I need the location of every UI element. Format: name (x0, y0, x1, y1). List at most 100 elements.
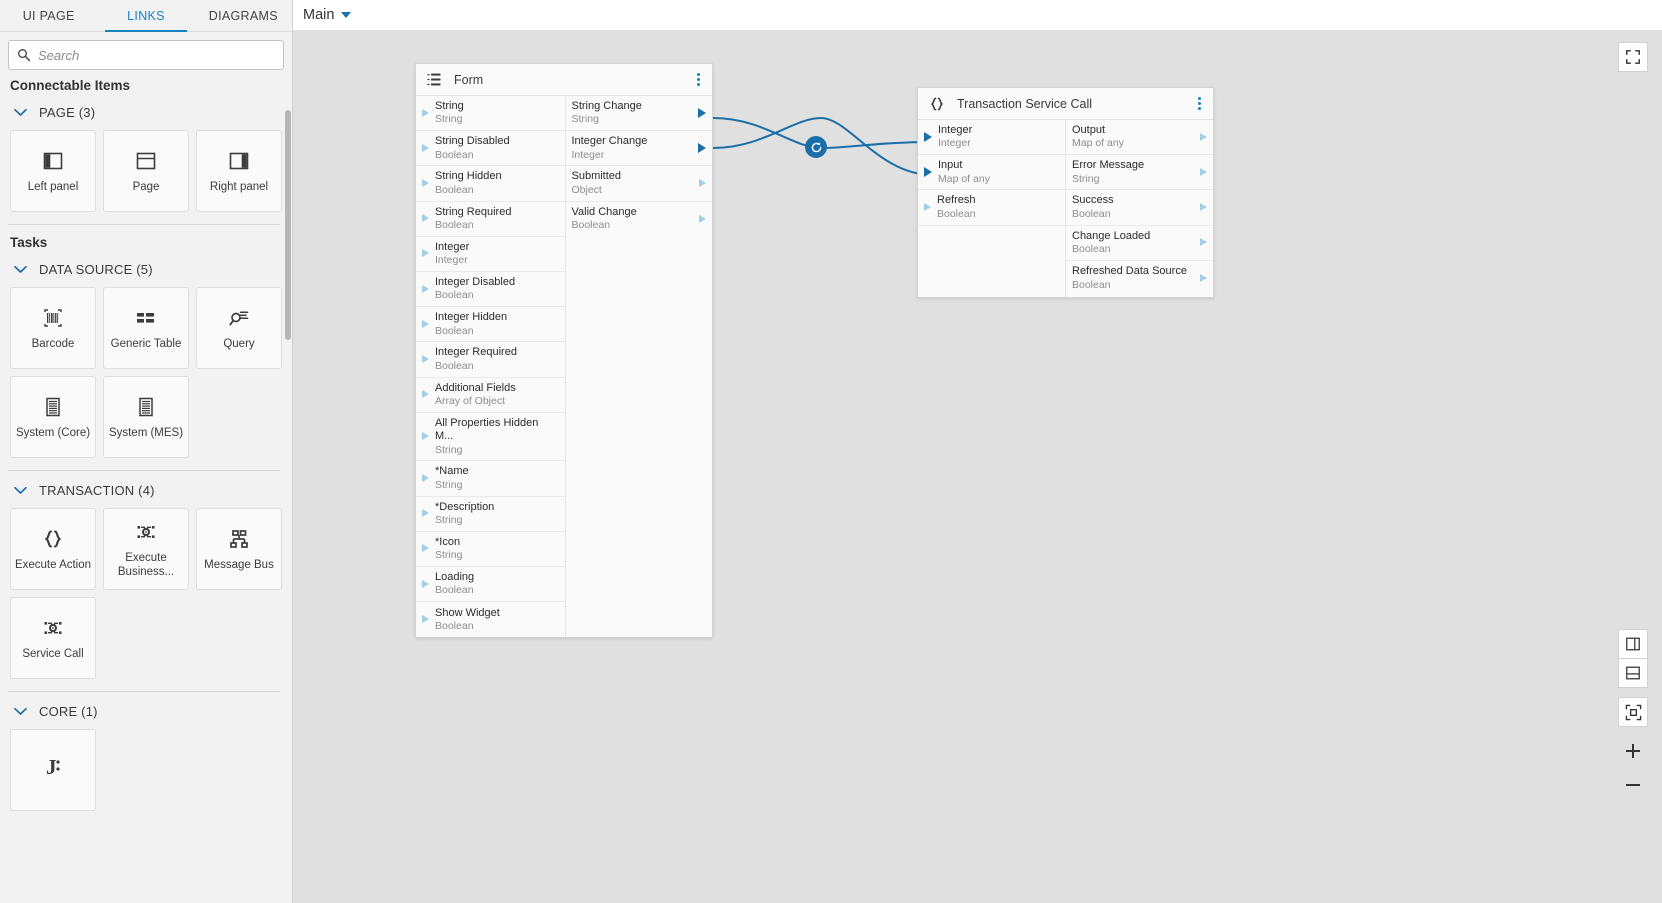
fit-content-button[interactable] (1618, 697, 1648, 727)
tile-right-panel[interactable]: Right panel (196, 130, 282, 212)
tile-grid-data-source: Barcode Generic Table (8, 283, 282, 460)
tile-system-core[interactable]: System (Core) (10, 376, 96, 458)
port-type: Boolean (1072, 243, 1111, 256)
port-arrow-icon[interactable] (698, 108, 706, 119)
tile-generic-table[interactable]: Generic Table (103, 287, 189, 369)
node-tsc-menu-icon[interactable] (1194, 94, 1205, 113)
fit-horizontal-button[interactable] (1618, 629, 1648, 659)
canvas-area: Main (293, 0, 1662, 903)
tab-diagrams[interactable]: DIAGRAMS (195, 0, 292, 31)
tile-barcode[interactable]: Barcode (10, 287, 96, 369)
refresh-icon (811, 141, 821, 152)
right-panel-icon (227, 148, 251, 174)
fullscreen-button[interactable] (1618, 42, 1648, 72)
port-arrow-icon[interactable] (924, 167, 932, 178)
sidebar-scrollbar[interactable] (285, 110, 291, 340)
tile-core-js[interactable]: J (10, 729, 96, 811)
port-name: Show Widget (435, 606, 500, 619)
port-arrow-icon[interactable] (422, 355, 429, 364)
port-arrow-icon[interactable] (698, 143, 706, 154)
port-arrow-icon[interactable] (422, 474, 429, 483)
tile-message-bus[interactable]: Message Bus (196, 508, 282, 590)
port-input-spacer (918, 226, 1065, 297)
port-arrow-icon[interactable] (1200, 238, 1207, 247)
port-arrow-icon[interactable] (422, 249, 429, 258)
tab-links[interactable]: LINKS (97, 0, 194, 32)
port-arrow-icon[interactable] (924, 132, 932, 143)
port-type: String (435, 549, 463, 562)
port-arrow-icon[interactable] (422, 615, 429, 624)
node-form-menu-icon[interactable] (693, 70, 704, 89)
tile-execute-business[interactable]: Execute Business... (103, 508, 189, 590)
tile-execute-action[interactable]: Execute Action (10, 508, 96, 590)
port-arrow-icon[interactable] (422, 179, 429, 188)
port-arrow-icon[interactable] (422, 319, 429, 329)
port-name: String Disabled (435, 135, 510, 148)
divider (8, 691, 280, 692)
chevron-down-icon[interactable] (341, 12, 352, 18)
search-box[interactable] (8, 40, 284, 70)
tab-ui-page[interactable]: UI PAGE (0, 0, 97, 31)
search-input[interactable] (38, 47, 275, 63)
group-header-core[interactable]: CORE (1) (8, 698, 280, 725)
port-arrow-icon[interactable] (1200, 273, 1207, 283)
page-icon (134, 148, 158, 174)
port-arrow-icon[interactable] (699, 179, 706, 188)
fit-vertical-button[interactable] (1618, 658, 1648, 688)
port-name: All Properties Hidden M... (435, 416, 539, 443)
tile-service-call[interactable]: Service Call (10, 597, 96, 679)
sidebar-tabbar: UI PAGE LINKS DIAGRAMS (0, 0, 292, 32)
node-form-header[interactable]: Form (416, 64, 712, 96)
tab-diagrams-label: DIAGRAMS (208, 8, 278, 23)
port-arrow-icon[interactable] (1200, 132, 1207, 142)
tile-label: Execute Business... (117, 552, 175, 578)
port-name: String Change (571, 100, 642, 112)
port-arrow-icon[interactable] (422, 509, 429, 518)
tile-page[interactable]: Page (103, 130, 189, 212)
tile-system-mes[interactable]: System (MES) (103, 376, 189, 458)
group-header-page[interactable]: PAGE (3) (8, 99, 280, 126)
diagram-name: Main (303, 7, 335, 23)
tile-label: Message Bus (204, 558, 274, 571)
port-name: Output (1072, 124, 1106, 136)
port-type: Boolean (937, 207, 976, 220)
group-label-page: PAGE (3) (39, 105, 96, 120)
port-arrow-icon[interactable] (422, 143, 429, 153)
search-container (0, 32, 292, 74)
zoom-out-button[interactable] (1618, 770, 1648, 800)
port-arrow-icon[interactable] (422, 284, 429, 294)
tile-query[interactable]: Query (196, 287, 282, 369)
port-arrow-icon[interactable] (422, 544, 429, 553)
node-tsc-header[interactable]: Transaction Service Call (918, 88, 1213, 120)
port-arrow-icon[interactable] (422, 390, 429, 399)
port-arrow-icon[interactable] (1200, 167, 1207, 177)
link-refresh-badge[interactable] (805, 136, 827, 158)
port-arrow-icon[interactable] (1200, 203, 1207, 212)
port-arrow-icon[interactable] (422, 214, 429, 223)
port-arrow-icon[interactable] (422, 579, 429, 589)
group-header-data-source[interactable]: DATA SOURCE (5) (8, 256, 280, 283)
group-header-transaction[interactable]: TRANSACTION (4) (8, 477, 280, 504)
port-arrow-icon[interactable] (699, 214, 706, 224)
zoom-in-button[interactable] (1618, 736, 1648, 766)
port-arrow-icon[interactable] (422, 108, 429, 118)
port-arrow-icon[interactable] (924, 203, 931, 212)
port-type: Boolean (435, 183, 474, 196)
tile-left-panel[interactable]: Left panel (10, 130, 96, 212)
port-arrow-icon[interactable] (422, 432, 429, 441)
port-name: Integer (435, 240, 470, 253)
tile-grid-transaction: Execute Action (8, 504, 282, 681)
